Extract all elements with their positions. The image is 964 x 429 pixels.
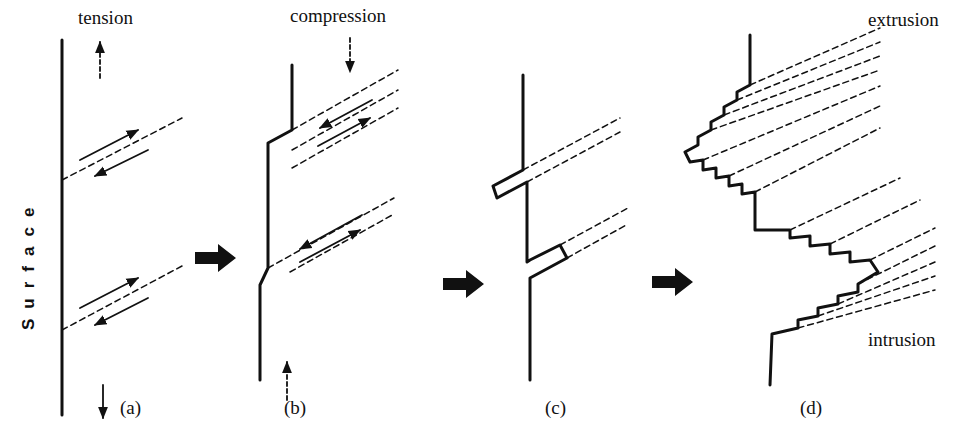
feature-label: intrusion: [868, 330, 936, 349]
panel-label: (a): [120, 398, 141, 417]
panel-label: (b): [284, 398, 306, 417]
surface-label: Surface: [20, 198, 37, 330]
panel-label: (d): [800, 398, 822, 417]
load-label: tension: [78, 8, 133, 27]
feature-label: extrusion: [868, 10, 939, 29]
panel-label: (c): [545, 398, 566, 417]
load-label: compression: [290, 6, 386, 25]
